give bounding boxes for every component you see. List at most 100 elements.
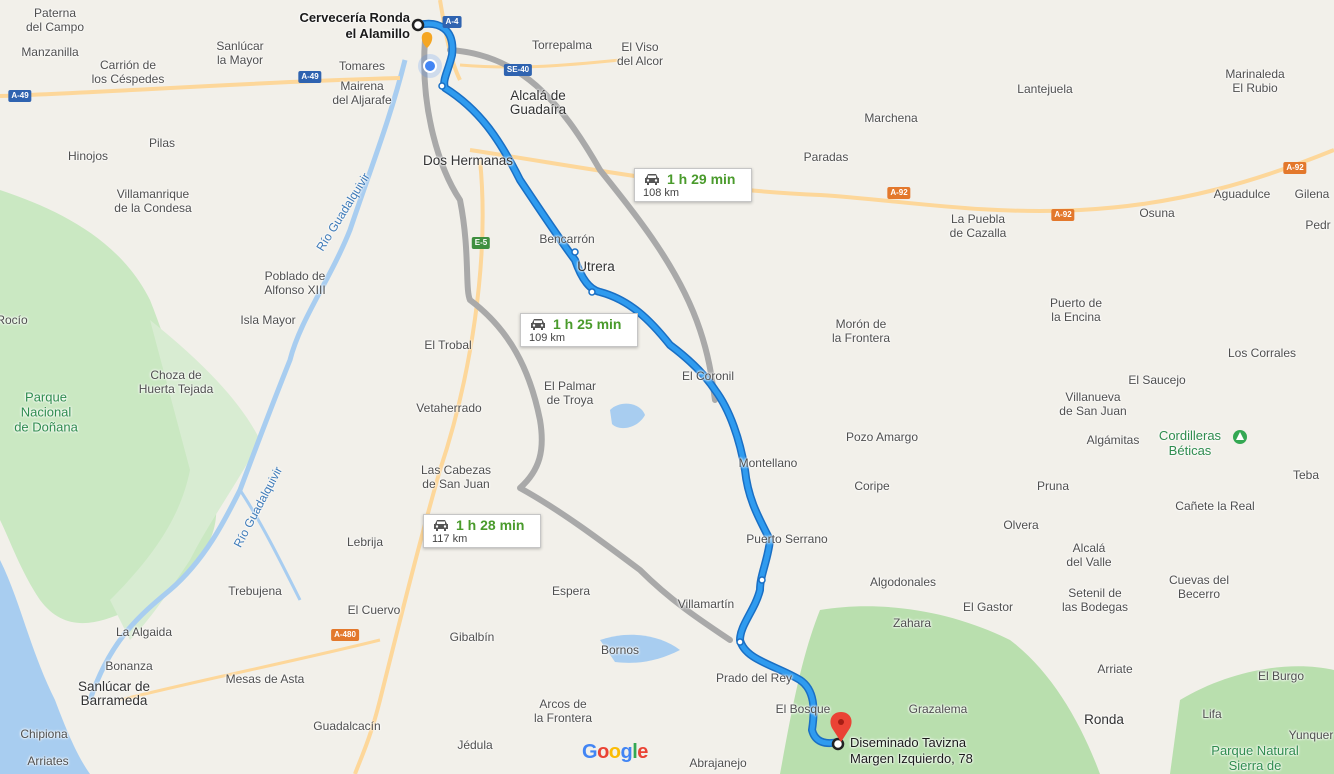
google-logo: Google: [582, 741, 648, 764]
car-icon: [531, 319, 545, 330]
place-label: Puerto de la Encina: [1049, 296, 1103, 324]
start-location-label[interactable]: Cervecería Ronda el Alamillo: [268, 10, 410, 42]
place-label: El Bosque: [775, 702, 831, 716]
place-label: Lebrija: [346, 535, 384, 549]
place-label: Arcos de la Frontera: [533, 697, 593, 725]
road-shield-a92: A-92: [887, 187, 911, 199]
place-label: Cañete la Real: [1175, 499, 1255, 513]
route-waypoint: [736, 638, 744, 646]
start-marker-icon[interactable]: [411, 18, 425, 32]
route-waypoint: [571, 248, 579, 256]
road-shield-a49: A-49: [298, 71, 322, 83]
place-label: Las Cabezas de San Juan: [420, 463, 492, 491]
route-callout-3[interactable]: 1 h 28 min 117 km: [423, 514, 541, 548]
place-label: El Saucejo: [1128, 373, 1186, 387]
place-label: Torrepalma: [531, 38, 593, 52]
route-distance: 109 km: [529, 331, 566, 344]
place-label: Grazalema: [908, 702, 968, 716]
place-label: Marinaleda El Rubio: [1225, 67, 1285, 95]
place-label: Bencarrón: [539, 232, 595, 246]
place-label: Olvera: [1003, 518, 1039, 532]
route-primary-inner: [415, 21, 841, 746]
route-duration: 1 h 28 min: [456, 516, 525, 533]
place-label: Trebujena: [228, 584, 282, 598]
route-callout-2[interactable]: 1 h 25 min 109 km: [520, 313, 638, 347]
destination-target-icon[interactable]: [831, 737, 845, 751]
route-alt-west: [421, 37, 733, 643]
marsh-area: [110, 320, 260, 640]
place-label: Bonanza: [105, 659, 153, 673]
destination-pin-icon[interactable]: [830, 712, 852, 742]
route-callout-1[interactable]: 1 h 29 min 108 km: [634, 168, 752, 202]
place-label: Gibalbín: [449, 630, 495, 644]
destination-name-line1: Diseminado Tavizna: [850, 735, 967, 750]
place-label: Isla Mayor: [240, 313, 296, 327]
place-label: Montellano: [738, 456, 798, 470]
place-label: Arriates: [27, 754, 69, 768]
route-duration: 1 h 29 min: [667, 170, 736, 187]
place-label: Coripe: [854, 479, 890, 493]
place-label: Abrajanejo: [689, 756, 747, 770]
route-alt-east: [447, 47, 718, 403]
park-label: Parque Natural Sierra de: [1211, 743, 1299, 773]
place-label: Los Corrales: [1227, 346, 1297, 360]
road-shield-a92: A-92: [1051, 209, 1075, 221]
place-label: Yunquer: [1288, 728, 1334, 742]
logo-letter: o: [608, 741, 621, 763]
place-label: Jédula: [457, 738, 493, 752]
place-label: Pedr: [1305, 218, 1331, 232]
place-label: Sanlúcar de Barrameda: [77, 679, 151, 708]
place-label: Puerto Serrano: [746, 532, 828, 546]
place-label: La Puebla de Cazalla: [949, 212, 1007, 240]
start-name-line2: el Alamillo: [345, 26, 410, 41]
place-label: Setenil de las Bodegas: [1061, 586, 1129, 614]
place-label: El Coronil: [681, 369, 735, 383]
place-label: Marchena: [864, 111, 918, 125]
place-label: Osuna: [1139, 206, 1175, 220]
logo-letter: o: [597, 741, 609, 763]
place-label: La Algaida: [115, 625, 173, 639]
logo-letter: l: [632, 741, 638, 763]
place-label: Vetaherrado: [416, 401, 482, 415]
road-shield-a92: A-92: [1283, 162, 1307, 174]
place-label: Villamartín: [677, 597, 735, 611]
car-icon: [434, 520, 448, 531]
place-label: Lifa: [1202, 707, 1222, 721]
place-label: Pruna: [1036, 479, 1070, 493]
place-label: Morón de la Frontera: [831, 317, 891, 345]
route-waypoint: [758, 576, 766, 584]
place-label: Algodonales: [869, 575, 937, 589]
guadalquivir-river: [87, 59, 408, 701]
place-label: El Burgo: [1257, 669, 1305, 683]
place-label: Prado del Rey: [715, 671, 793, 685]
start-name-line1: Cervecería Ronda: [299, 10, 410, 25]
place-label: Chipiona: [20, 727, 68, 741]
place-label: Pilas: [148, 136, 176, 150]
place-label: Poblado de Alfonso XIII: [264, 269, 326, 297]
place-label: Villamanrique de la Condesa: [114, 187, 192, 215]
my-location-icon[interactable]: [423, 59, 437, 73]
route-waypoint: [438, 82, 446, 90]
place-label: Rocío: [0, 313, 28, 327]
place-label: Hinojos: [67, 149, 109, 163]
park-label[interactable]: Cordilleras Béticas: [1158, 428, 1222, 458]
car-icon: [645, 174, 659, 185]
place-label: Algámitas: [1086, 433, 1140, 447]
sea-area: [0, 560, 90, 774]
sierra-nieves-park-area: [1170, 666, 1334, 774]
place-label: Gilena: [1294, 187, 1330, 201]
route-waypoint: [588, 288, 596, 296]
destination-label[interactable]: Diseminado Tavizna Margen Izquierdo, 78: [850, 735, 973, 767]
logo-letter: G: [582, 741, 598, 763]
place-label: Guadalcacín: [313, 719, 381, 733]
destination-name-line2: Margen Izquierdo, 78: [850, 751, 973, 766]
place-label: Paradas: [803, 150, 849, 164]
place-label: Villanueva de San Juan: [1059, 390, 1127, 418]
logo-letter: g: [620, 741, 633, 763]
place-label: El Gastor: [962, 600, 1014, 614]
pin-orange-icon: [421, 32, 433, 48]
tree-glyph-icon: [1236, 432, 1244, 440]
place-label: Bornos: [600, 643, 640, 657]
place-label: Choza de Huerta Tejada: [138, 368, 214, 396]
